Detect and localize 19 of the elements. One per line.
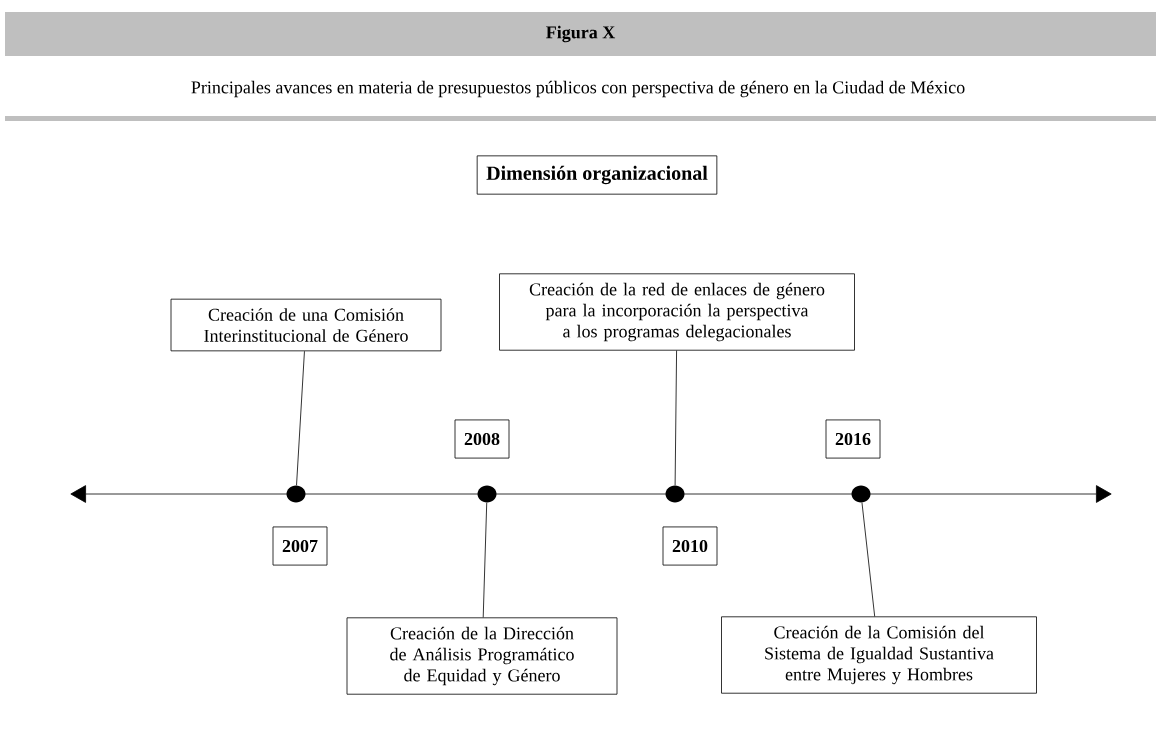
- timeline-dot: [665, 485, 685, 503]
- year-box: 2008: [454, 419, 510, 459]
- timeline-dot: [851, 485, 871, 503]
- event-box: Creación de la Comisión del Sistema de Igualdad Sustantiva entre Mujeres y Hombres: [721, 616, 1037, 694]
- leader-line: [296, 350, 305, 486]
- year-box: 2016: [825, 419, 881, 459]
- event-box: Creación de la Dirección de Análisis Programático de Equidad y Género: [346, 617, 618, 695]
- timeline-dot: [286, 485, 306, 503]
- leader-line: [674, 350, 677, 486]
- event-box: Creación de la red de enlaces de género para la incorporación la perspectiva a los programas delegacionales: [499, 273, 855, 351]
- heading-box: Dimensión organizacional: [476, 155, 718, 195]
- year-box: 2010: [662, 526, 718, 566]
- caption: Principales avances en materia de presupuestos públicos con perspectiva de género en la Ciudad de México: [191, 80, 965, 98]
- timeline-dot: [477, 485, 497, 503]
- leader-line: [482, 502, 488, 618]
- event-box: Creación de una Comisión Interinstitucional de Género: [170, 298, 442, 352]
- leader-line: [861, 502, 876, 617]
- title-bar: Figura X: [5, 12, 1156, 56]
- year-box: 2007: [272, 526, 328, 566]
